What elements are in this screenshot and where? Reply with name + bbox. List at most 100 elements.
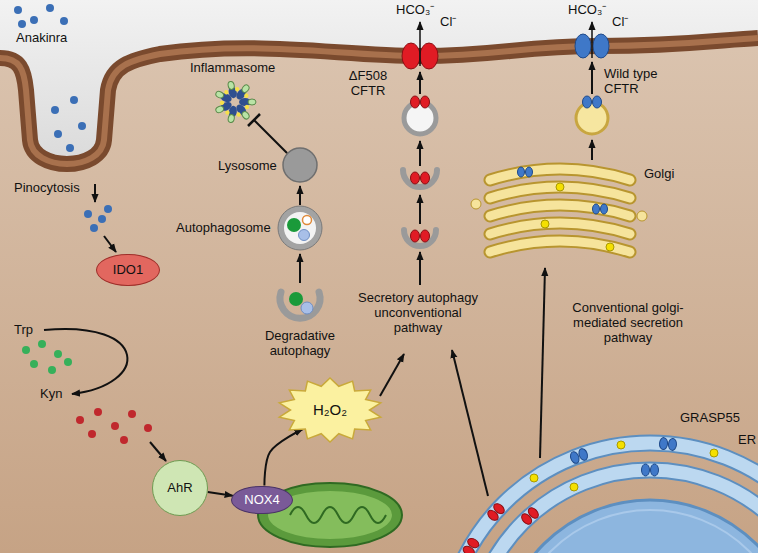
secretory-autophagy-route (402, 22, 438, 285)
pathway-label: Conventional golgi-mediated secretion pa… (568, 300, 688, 345)
inflammasome-subunit (227, 114, 235, 123)
cftr-wildtype-channel (593, 204, 600, 214)
cftr-wildtype-pair (659, 437, 677, 450)
flow-arrow (419, 252, 421, 285)
ion-label: HCO₃⁻ (568, 2, 606, 17)
inflammasome-subunit (227, 81, 235, 90)
nuclear-envelope (510, 510, 758, 553)
grasp55-dot (570, 483, 578, 491)
inflammasome-subunit (225, 110, 230, 115)
cftr-mutant-channel (421, 230, 430, 242)
cargo (303, 216, 312, 225)
anakinra-dot (98, 215, 106, 223)
golgi-cisterna (490, 205, 630, 216)
tryptophan-dot (54, 350, 62, 358)
grasp55-dot (710, 449, 718, 457)
flow-arrow (419, 141, 421, 166)
cargo (299, 230, 310, 241)
cftr-wildtype-channel (642, 464, 650, 476)
anakinra-dot (54, 130, 62, 138)
cftr-mutant-channel (411, 230, 420, 242)
inflammasome-subunit (241, 84, 251, 94)
cell-membrane (0, 38, 758, 164)
cftr-mutant-channel (411, 172, 420, 184)
golgi-vesicle (576, 102, 608, 134)
ion-label: HCO₃⁻ (396, 2, 434, 17)
inflammasome-subunit (241, 110, 251, 120)
kynurenine-dots (76, 408, 152, 444)
flow-arrow (150, 442, 166, 461)
process-label: Degradative autophagy (250, 328, 350, 358)
flow-arrow (591, 62, 593, 94)
phagophore-membrane (280, 292, 320, 318)
cargo (287, 218, 301, 232)
tryptophan-dot (30, 360, 38, 368)
golgi-cisterna (490, 169, 630, 180)
cftr-mutant-channel (492, 502, 506, 516)
kynurenine-dot (94, 408, 102, 416)
inflammasome-subunit (215, 90, 225, 99)
anakinra-dot (66, 144, 74, 152)
nucleus (500, 500, 758, 553)
cftr-wildtype-channel (526, 167, 533, 177)
structure-label: Lysosome (218, 158, 277, 173)
anakinra-dot (90, 224, 98, 232)
receptor-circle: AhR (152, 460, 208, 516)
cell-membrane (0, 38, 758, 164)
node-text: NOX4 (244, 493, 279, 508)
flow-arrow (540, 268, 545, 458)
conventional-route (471, 22, 647, 252)
node-text: AhR (167, 481, 192, 496)
protein-label: Wild type CFTR (604, 66, 676, 96)
inhibition-line (254, 120, 287, 153)
cftr-wildtype-channel (593, 96, 602, 108)
cftr-wildtype-channel (651, 464, 659, 476)
enzyme-oval: IDO1 (96, 254, 160, 287)
cftr-wildtype-channel (601, 204, 608, 214)
cftr-wildtype-channel (668, 438, 677, 451)
cftr-wildtype-channel (575, 34, 591, 58)
flow-arrow (94, 184, 96, 202)
anakinra-dot (84, 210, 92, 218)
secretory-vesicle (404, 102, 436, 134)
inflammasome-subunit (215, 105, 225, 114)
er-sheet (470, 470, 758, 553)
cftr-mutant-channel (526, 506, 540, 520)
ion-label: Cl⁻ (440, 14, 456, 29)
cftr-wildtype-pair (642, 464, 659, 476)
process-label: Pinocytosis (14, 180, 80, 195)
anakinra-dot (51, 106, 59, 114)
anakinra-dot (104, 205, 112, 213)
starburst-shape (279, 378, 380, 442)
flow-arrow (299, 254, 301, 283)
cftr-mutant-pair (462, 537, 481, 553)
anakinra-dots (14, 4, 112, 232)
cftr-mutant-channel (420, 43, 438, 69)
inflammasome (213, 80, 256, 123)
molecule-label: Anakinra (16, 30, 67, 45)
cftr-mutant-pair (520, 506, 541, 526)
inflammasome-subunit (243, 93, 249, 99)
kynurenine-dot (144, 424, 152, 432)
grasp55-dot (556, 183, 564, 191)
cftr-mutant-channel (421, 96, 430, 108)
structure-label: Inflammasome (190, 60, 275, 75)
anakinra-dot (78, 122, 86, 130)
flow-arrow (591, 140, 593, 160)
tryptophan-dot (22, 346, 30, 354)
golgi-cisterna (490, 241, 630, 252)
anakinra-dot (46, 4, 54, 12)
molecule-label: Kyn (40, 386, 62, 401)
tryptophan-dot (38, 340, 46, 348)
endoplasmic-reticulum (443, 437, 758, 553)
pathway-arrow (264, 429, 302, 485)
er-sheet (443, 443, 758, 553)
tryptophan-dots (22, 340, 72, 374)
ros-starburst: H₂O₂ (278, 378, 382, 442)
lysosome (283, 148, 317, 182)
kynurenine-dot (76, 416, 84, 424)
tryptophan-dot (64, 358, 72, 366)
cftr-wildtype-pair (569, 447, 589, 464)
